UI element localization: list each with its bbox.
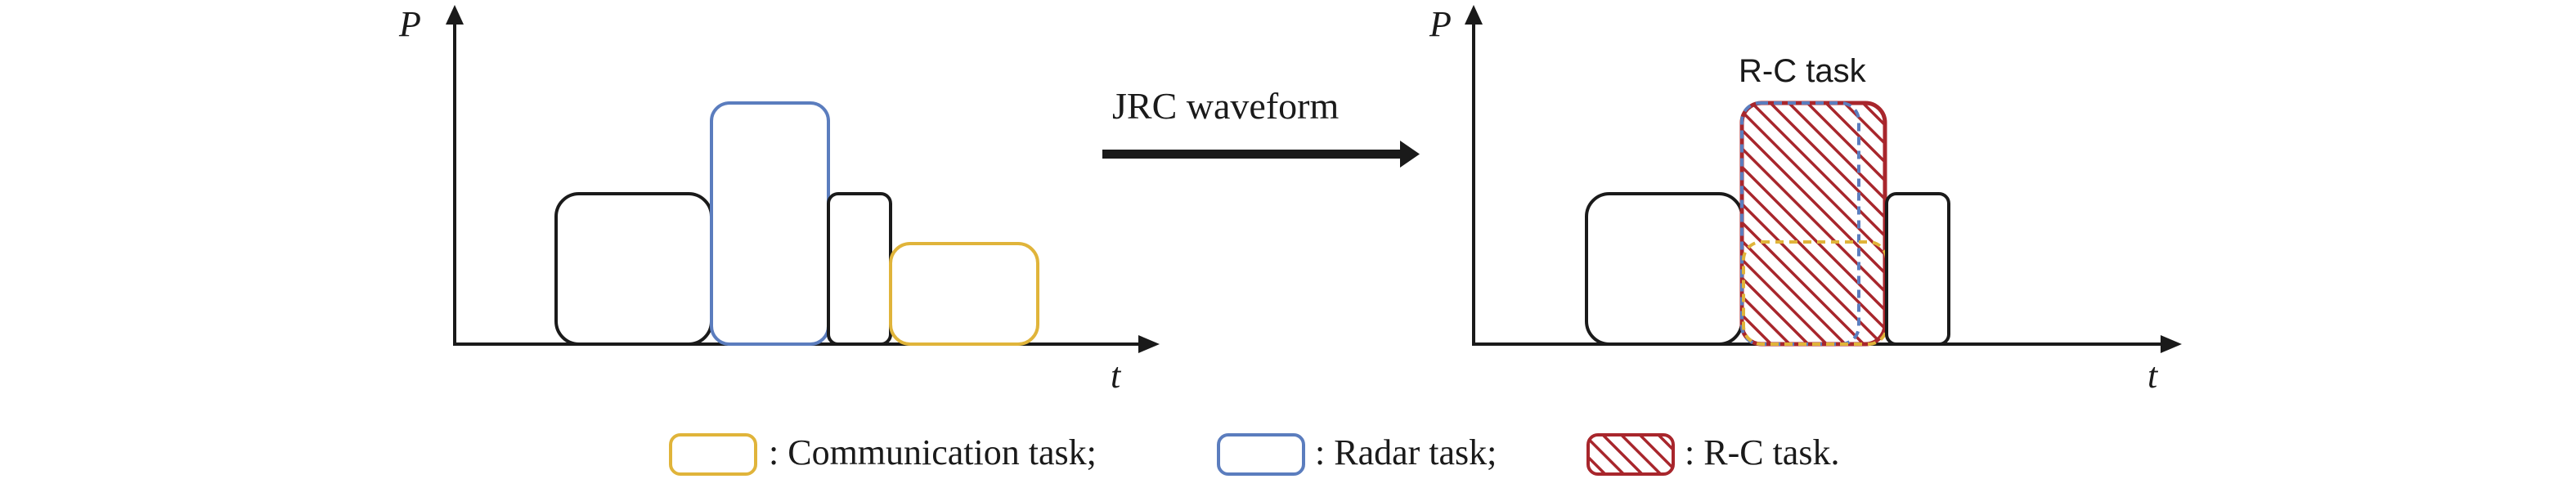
rc-task-block [1739, 101, 1887, 347]
left-x-axis-label: t [1111, 356, 1122, 396]
right-generic-task-2 [1885, 192, 1950, 346]
left-panel: P t [398, 4, 1160, 396]
right-y-axis-arrowhead [1465, 5, 1483, 25]
right-panel: P t R-C task [1429, 4, 2182, 396]
right-x-axis-label: t [2147, 356, 2159, 396]
left-y-axis-arrowhead [446, 5, 464, 25]
legend-radar-label: : Radar task; [1315, 432, 1497, 472]
legend-radar-swatch [1217, 433, 1305, 476]
legend-communication-swatch [669, 433, 757, 476]
right-y-axis-label: P [1429, 4, 1452, 44]
right-generic-task-1 [1585, 192, 1744, 346]
left-x-axis-arrowhead [1138, 335, 1160, 353]
legend-communication-label: : Communication task; [769, 432, 1097, 472]
left-radar-task [710, 101, 830, 346]
transform-arrow-shaft [1102, 150, 1405, 159]
left-y-axis-label: P [398, 4, 421, 44]
rc-task-callout: R-C task [1739, 53, 1867, 89]
transform-arrow: JRC waveform [1102, 85, 1420, 168]
legend-rc-label: : R-C task. [1685, 432, 1839, 472]
right-x-axis-arrowhead [2161, 335, 2182, 353]
transform-arrow-label: JRC waveform [1112, 85, 1339, 127]
transform-arrow-head [1400, 141, 1420, 168]
legend: : Communication task; : Radar task; : R-… [669, 432, 1839, 476]
left-communication-task [889, 242, 1039, 346]
left-generic-task-2 [827, 192, 892, 346]
legend-rc-swatch [1586, 433, 1675, 476]
left-generic-task-1 [554, 192, 713, 346]
